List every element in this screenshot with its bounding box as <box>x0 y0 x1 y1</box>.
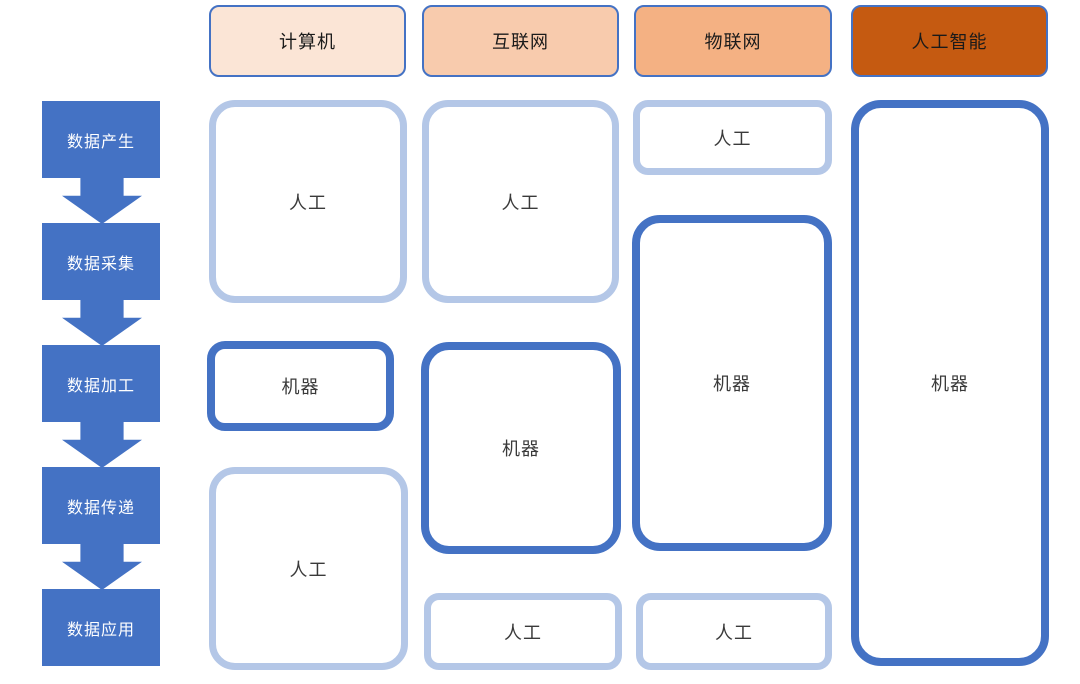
down-arrow-icon <box>62 299 142 346</box>
era-header-iot: 物联网 <box>634 5 832 77</box>
cell-iot-manual-top: 人工 <box>633 100 832 175</box>
cell-iot-manual-bottom: 人工 <box>636 593 832 670</box>
stage-box-data-application: 数据应用 <box>42 589 160 666</box>
cell-computer-manual-bottom: 人工 <box>209 467 408 670</box>
stage-box-data-processing: 数据加工 <box>42 345 160 422</box>
cell-internet-manual-top: 人工 <box>422 100 619 303</box>
down-arrow-icon <box>62 421 142 468</box>
cell-internet-manual-bottom: 人工 <box>424 593 622 670</box>
cell-iot-machine: 机器 <box>632 215 832 551</box>
down-arrow-icon <box>62 177 142 224</box>
era-header-ai: 人工智能 <box>851 5 1048 77</box>
era-header-computer: 计算机 <box>209 5 406 77</box>
cell-internet-machine: 机器 <box>421 342 621 554</box>
stage-box-data-collection: 数据采集 <box>42 223 160 300</box>
cell-computer-machine: 机器 <box>207 341 394 431</box>
cell-ai-machine: 机器 <box>851 100 1049 666</box>
stage-box-data-transmission: 数据传递 <box>42 467 160 544</box>
down-arrow-icon <box>62 543 142 590</box>
stage-box-data-generation: 数据产生 <box>42 101 160 178</box>
era-header-internet: 互联网 <box>422 5 619 77</box>
cell-computer-manual-top: 人工 <box>209 100 407 303</box>
